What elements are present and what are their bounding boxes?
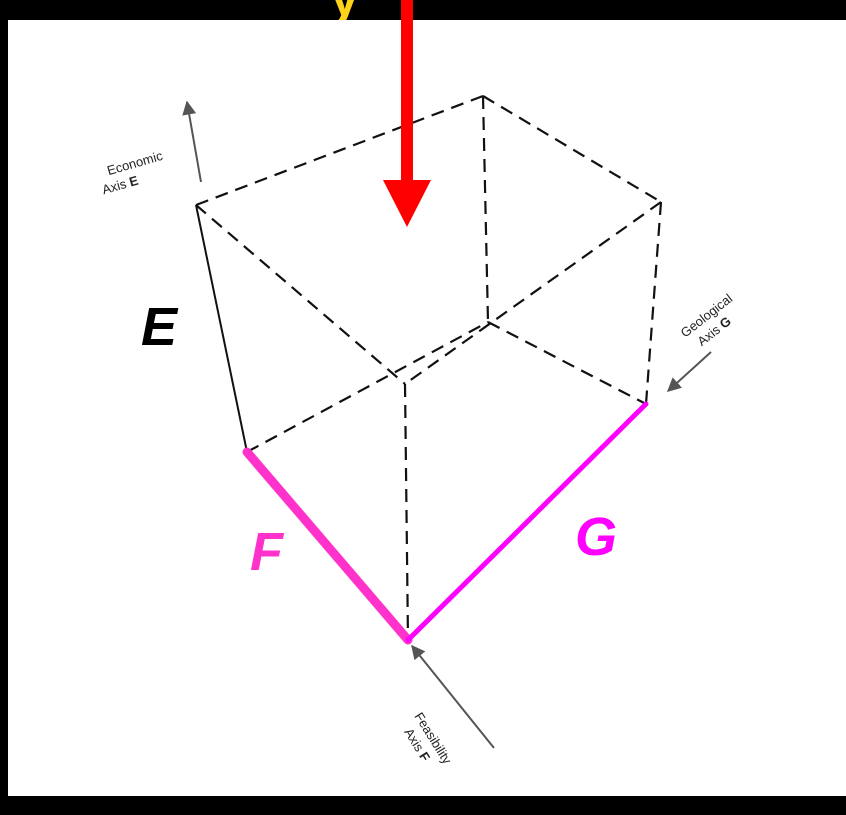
- feasibility-edge-label: F: [250, 522, 285, 582]
- top-back-left-edge: [195, 94, 484, 207]
- feasibility-axis-label: Feasibility Axis F: [401, 710, 455, 767]
- dashed-cube-outline: [195, 94, 663, 641]
- top-back-right-edge: [482, 95, 662, 203]
- feasibility-axis-arrow: [411, 644, 495, 749]
- bottom-back-left-edge: [246, 321, 489, 453]
- geological-axis-label: Geological Axis G: [678, 291, 736, 349]
- axis-arrows: [182, 100, 712, 749]
- red-arrow-head: [383, 180, 431, 227]
- red-down-arrow: [383, 0, 431, 227]
- geological-axis-arrow: [666, 351, 712, 392]
- magenta-highlight-edges: [242, 401, 649, 645]
- right-vertical-edge: [644, 201, 663, 405]
- red-arrow-shaft: [401, 0, 413, 182]
- geological-edge-label: G: [575, 507, 617, 567]
- bottom-back-right-edge: [487, 321, 647, 405]
- diagram-page: [8, 20, 846, 796]
- economic-axis-arrow: [182, 100, 202, 183]
- economic-axis-label: Economic Axis E: [100, 148, 164, 198]
- feasibility-highlight-edge: [242, 447, 413, 645]
- top-front-left-edge: [195, 204, 406, 385]
- back-vertical-edge: [481, 95, 490, 323]
- economic-edge-label: E: [141, 297, 179, 357]
- economic-axis-prefix: Axis: [100, 175, 131, 197]
- top-front-right-edge: [404, 201, 662, 385]
- economic-axis-line2: Axis E: [100, 173, 140, 198]
- partial-title: y: [330, 0, 480, 20]
- front-vertical-edge: [403, 383, 410, 641]
- economic-axis-line: [195, 204, 248, 453]
- geological-highlight-edge: [405, 401, 649, 643]
